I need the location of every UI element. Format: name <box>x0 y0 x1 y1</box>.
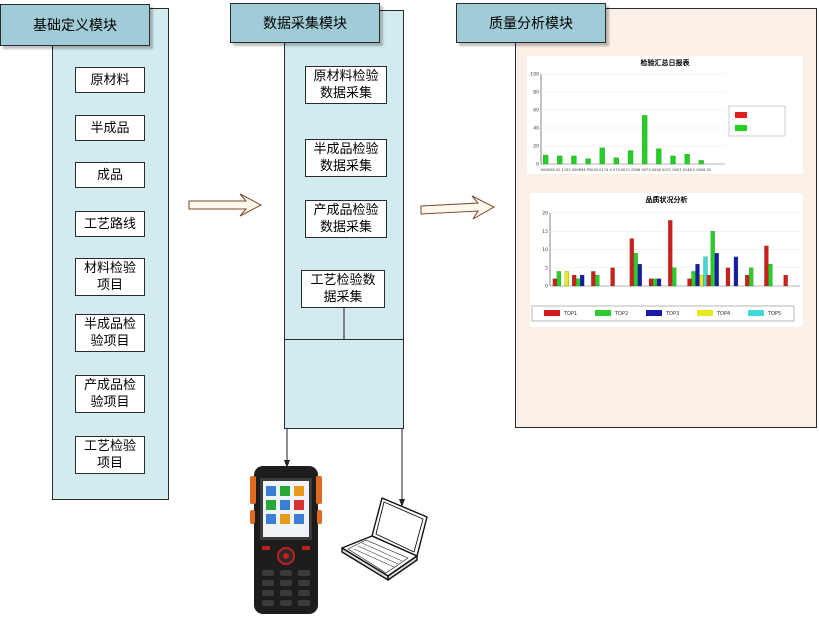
handheld-terminal-icon <box>250 466 322 614</box>
basic-item: 产成品检 验项目 <box>75 375 145 413</box>
collect-item: 半成品检验 数据采集 <box>305 139 387 177</box>
chart-bar <box>543 154 549 165</box>
chart-bar <box>764 245 769 287</box>
chart-bar <box>656 148 662 165</box>
legend-label: TOP4 <box>716 311 730 317</box>
chart-title: 品质状况分析 <box>645 196 688 204</box>
basic-item: 材料检验 项目 <box>75 258 145 296</box>
flow-arrow-1 <box>188 193 263 217</box>
y-tick-label: 40 <box>533 126 539 132</box>
basic-module-header: 基础定义模块 <box>0 4 150 46</box>
legend-swatch <box>748 310 764 316</box>
y-tick-label: 15 <box>542 229 548 235</box>
chart-title: 检验汇总日报表 <box>640 59 690 67</box>
chart-bar <box>684 153 690 165</box>
chart-bar <box>668 220 673 287</box>
legend-swatch <box>595 310 611 316</box>
chart-bar <box>637 263 642 287</box>
chart-bar <box>613 157 619 165</box>
chart-bar <box>552 278 557 287</box>
collect-item: 工艺检验数 据采集 <box>301 270 385 308</box>
basic-item: 半成品 <box>75 115 145 141</box>
legend-swatch <box>544 310 560 316</box>
legend-swatch <box>735 125 747 131</box>
chart-bar <box>656 278 662 287</box>
chart-bar <box>768 263 773 287</box>
chart-bar <box>691 271 696 287</box>
collect-item: 原材料检验 数据采集 <box>305 66 387 104</box>
flow-arrow-2 <box>420 195 496 220</box>
y-tick-label: 100 <box>530 72 539 78</box>
laptop-icon <box>341 497 428 581</box>
chart-bar <box>556 271 561 287</box>
connector-arrowhead <box>399 499 405 507</box>
chart-bar <box>648 278 654 287</box>
chart-bar <box>571 155 577 165</box>
chart-bar <box>576 278 581 287</box>
chart-bar <box>595 274 600 287</box>
basic-item: 工艺路线 <box>75 211 145 237</box>
legend-label: TOP3 <box>665 311 679 317</box>
chart-bar <box>695 263 700 287</box>
chart-bar <box>725 267 731 287</box>
legend-label: TOP1 <box>563 311 577 317</box>
basic-item: 工艺检验 项目 <box>75 436 145 474</box>
y-tick-label: 0 <box>545 284 548 290</box>
chart-bar <box>714 253 719 287</box>
chart-bar <box>585 158 591 165</box>
basic-item: 成品 <box>75 162 145 188</box>
y-tick-label: 20 <box>542 211 548 217</box>
chart-bar <box>633 253 638 287</box>
chart-bar <box>698 160 704 165</box>
y-tick-label: 0 <box>536 162 539 168</box>
legend-label: TOP2 <box>614 311 628 317</box>
collect-item: 产成品检验 数据采集 <box>305 200 387 238</box>
chart-bar <box>672 267 677 287</box>
chart-bar <box>670 155 676 165</box>
chart-bar <box>580 274 585 287</box>
chart-bar <box>591 271 596 287</box>
daily-inspection-chart: 检验汇总日报表 0 20 40 60 80 100 000056 00 1152 00069… <box>527 56 803 174</box>
y-tick-label: 60 <box>533 108 539 114</box>
daily-inspection-chart-svg: 0 20 40 60 80 100 000056 00 1152 000694 P5045 … <box>530 72 786 172</box>
chart-bar <box>733 256 739 287</box>
chart-bar <box>687 278 692 287</box>
legend-box <box>531 305 795 322</box>
chart-bar <box>706 274 711 287</box>
chart-bar <box>710 231 715 287</box>
quality-module-header: 质量分析模块 <box>456 3 606 43</box>
legend-swatch <box>646 310 662 316</box>
chart-bar <box>564 271 569 287</box>
y-tick-label: 80 <box>533 90 539 96</box>
chart-bar <box>745 274 750 287</box>
chart-bar <box>572 274 577 287</box>
basic-item: 半成品检 验项目 <box>75 314 145 352</box>
collect-module-header: 数据采集模块 <box>230 3 380 43</box>
y-tick-label: 20 <box>533 144 539 150</box>
legend-swatch <box>735 112 747 118</box>
chart-bar <box>703 256 708 287</box>
chart-bar <box>599 147 605 165</box>
y-tick-label: 10 <box>542 247 548 253</box>
x-tick-labels: 000056 00 1152 000694 P5045 0174 4 073 0… <box>541 168 711 172</box>
chart-bar <box>557 155 563 165</box>
basic-item: 原材料 <box>75 67 145 93</box>
chart-bar <box>783 274 788 287</box>
chart-bar <box>629 238 634 287</box>
legend-label: TOP5 <box>767 311 781 317</box>
chart-bar <box>749 267 754 287</box>
chart-bar <box>699 274 704 287</box>
chart-bar <box>627 150 634 165</box>
chart-bar <box>642 115 648 165</box>
y-tick-label: 5 <box>545 265 548 271</box>
chart-bar <box>652 278 658 287</box>
connector-arrowhead <box>284 460 290 468</box>
legend-swatch <box>697 310 713 316</box>
chart-bar <box>610 267 615 287</box>
collect-module-lower-panel <box>284 339 404 429</box>
legend-box <box>728 105 786 137</box>
